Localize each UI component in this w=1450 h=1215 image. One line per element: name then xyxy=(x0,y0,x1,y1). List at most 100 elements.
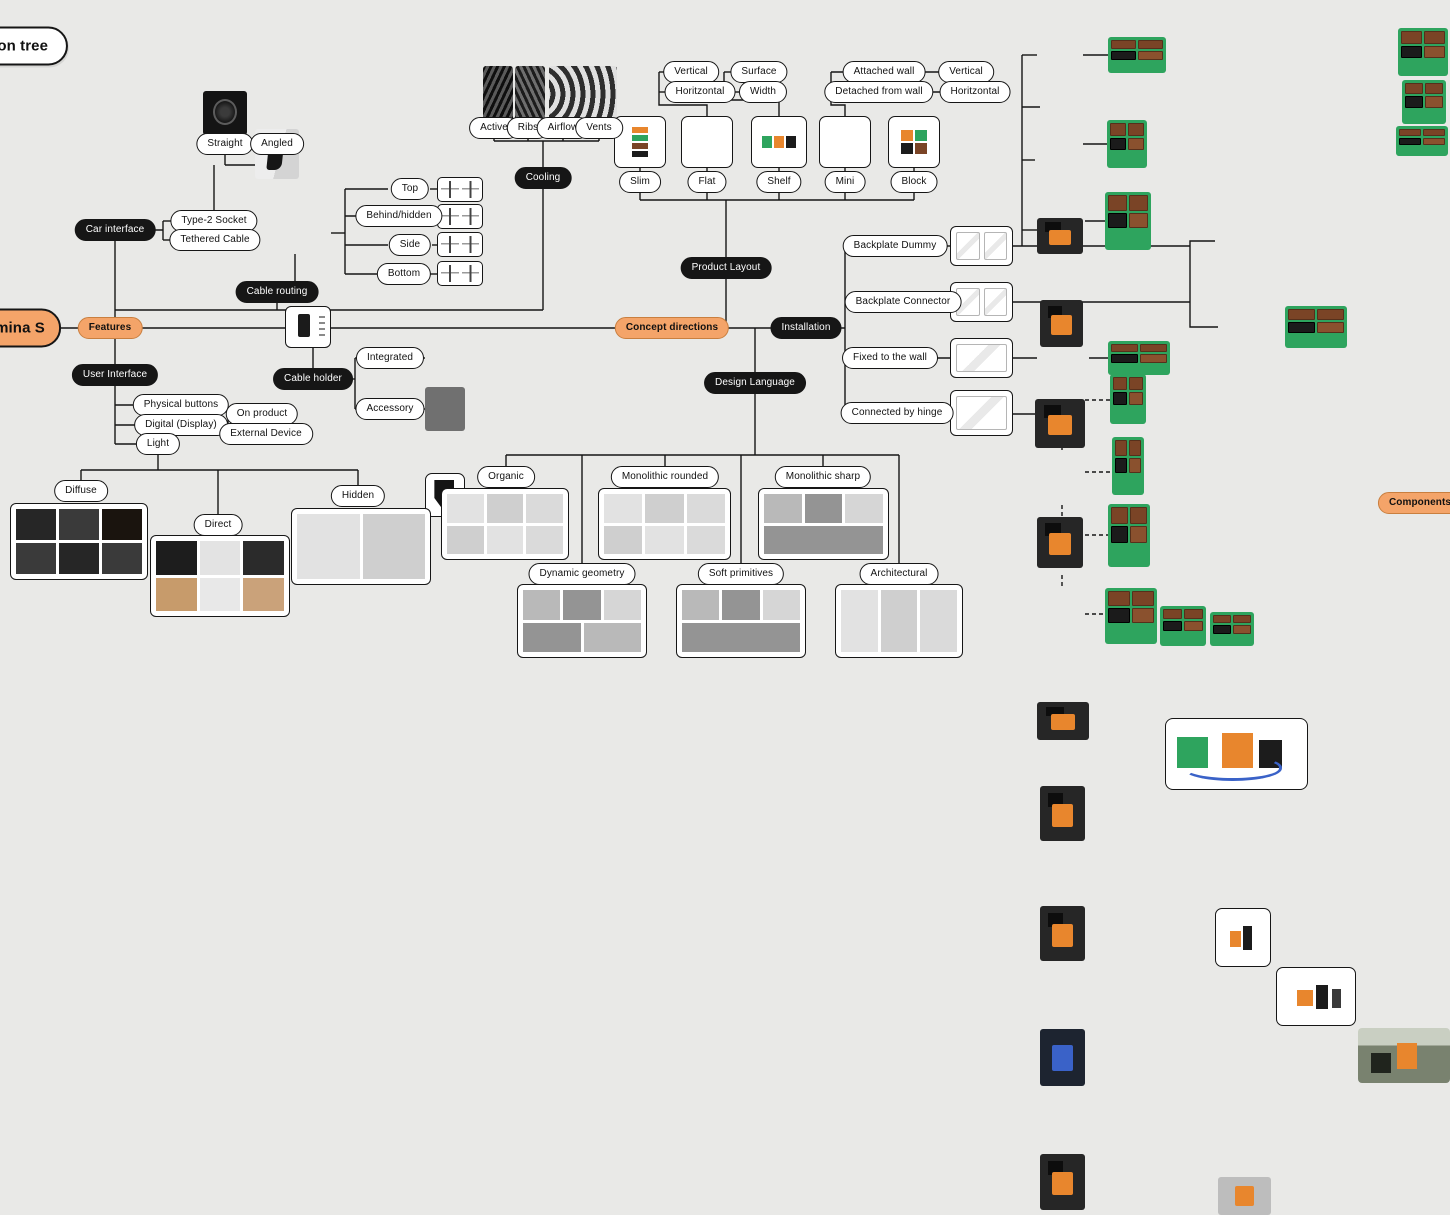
image-pcb-11[interactable] xyxy=(1285,306,1347,348)
node-external-device[interactable]: External Device xyxy=(219,423,313,445)
node-backplate-dummy[interactable]: Backplate Dummy xyxy=(842,235,948,257)
node-vertical-1[interactable]: Vertical xyxy=(663,61,719,83)
image-cooling-ribs-2[interactable] xyxy=(515,66,545,122)
image-render-scene[interactable] xyxy=(1165,718,1308,790)
node-block[interactable]: Block xyxy=(890,171,938,193)
image-pcb-14[interactable] xyxy=(1396,126,1448,156)
image-render-card-2[interactable] xyxy=(1276,967,1356,1026)
node-tree-title[interactable]: tion tree xyxy=(0,26,69,66)
image-layout-flat-card[interactable] xyxy=(681,116,733,168)
image-layout-mini-card[interactable] xyxy=(819,116,871,168)
image-photo-product-7[interactable] xyxy=(1040,906,1085,961)
node-architectural[interactable]: Architectural xyxy=(859,563,939,585)
node-hidden[interactable]: Hidden xyxy=(330,485,386,507)
node-integrated[interactable]: Integrated xyxy=(355,347,425,369)
node-detached-from-wall[interactable]: Detached from wall xyxy=(824,81,934,103)
node-installation[interactable]: Installation xyxy=(770,317,842,339)
image-sketch-fixed-wall[interactable] xyxy=(950,338,1013,378)
node-route-bottom[interactable]: Bottom xyxy=(376,263,432,285)
image-board-diffuse[interactable] xyxy=(10,503,148,580)
image-route-side-diagram[interactable] xyxy=(437,232,483,257)
node-concept-directions[interactable]: Concept directions xyxy=(614,317,730,339)
node-tethered-cable[interactable]: Tethered Cable xyxy=(169,229,261,251)
node-surface[interactable]: Surface xyxy=(730,61,788,83)
image-routing-overview[interactable] xyxy=(285,306,331,348)
node-straight[interactable]: Straight xyxy=(196,133,254,155)
image-pcb-8[interactable] xyxy=(1105,588,1157,644)
image-photo-product-5[interactable] xyxy=(1037,702,1089,740)
image-board-monolithic-sharp[interactable] xyxy=(758,488,889,560)
node-diffuse[interactable]: Diffuse xyxy=(54,480,108,502)
image-pcb-3[interactable] xyxy=(1105,192,1151,250)
image-pcb-7[interactable] xyxy=(1108,504,1150,567)
node-fixed-to-the-wall[interactable]: Fixed to the wall xyxy=(842,347,938,369)
node-monolithic-rounded[interactable]: Monolithic rounded xyxy=(610,466,720,488)
node-car-interface[interactable]: Car interface xyxy=(74,219,156,241)
node-route-side[interactable]: Side xyxy=(388,234,432,256)
node-organic[interactable]: Organic xyxy=(477,466,535,488)
image-route-top-diagram[interactable] xyxy=(437,177,483,202)
node-slim[interactable]: Slim xyxy=(619,171,661,193)
image-pcb-13[interactable] xyxy=(1402,80,1446,124)
node-components[interactable]: Components xyxy=(1377,492,1450,514)
image-socket-straight[interactable] xyxy=(203,91,247,135)
node-flat[interactable]: Flat xyxy=(687,171,727,193)
image-sketch-backplate-dummy[interactable] xyxy=(950,226,1013,266)
image-board-dynamic-geometry[interactable] xyxy=(517,584,647,658)
node-shelf[interactable]: Shelf xyxy=(756,171,802,193)
node-backplate-connector[interactable]: Backplate Connector xyxy=(844,291,962,313)
image-board-hidden[interactable] xyxy=(291,508,431,585)
node-dynamic-geometry[interactable]: Dynamic geometry xyxy=(528,563,636,585)
node-physical-buttons[interactable]: Physical buttons xyxy=(132,394,230,416)
image-render-card-1[interactable] xyxy=(1215,908,1271,967)
node-root[interactable]: mina S xyxy=(0,308,61,348)
node-product-layout[interactable]: Product Layout xyxy=(680,257,772,279)
image-cooling-ribs-1[interactable] xyxy=(483,66,513,122)
image-photo-product-1[interactable] xyxy=(1037,218,1083,254)
image-layout-block-card[interactable] xyxy=(888,116,940,168)
image-route-bottom-diagram[interactable] xyxy=(437,261,483,286)
image-pcb-12[interactable] xyxy=(1398,28,1448,76)
node-horitzontal-1[interactable]: Horitzontal xyxy=(664,81,736,103)
image-photo-grey-orange[interactable] xyxy=(1218,1177,1271,1215)
node-features[interactable]: Features xyxy=(77,317,143,339)
image-cooling-wave[interactable] xyxy=(549,66,617,122)
node-route-behind[interactable]: Behind/hidden xyxy=(355,205,443,227)
node-user-interface[interactable]: User Interface xyxy=(71,364,159,386)
node-cooling[interactable]: Cooling xyxy=(514,167,572,189)
image-pcb-1[interactable] xyxy=(1108,37,1166,73)
image-pcb-2[interactable] xyxy=(1107,120,1147,168)
image-pcb-9[interactable] xyxy=(1160,606,1206,646)
image-pcb-5[interactable] xyxy=(1110,374,1146,424)
node-accessory[interactable]: Accessory xyxy=(355,398,425,420)
image-photo-product-6[interactable] xyxy=(1040,786,1085,841)
node-design-language[interactable]: Design Language xyxy=(704,372,806,394)
image-photo-product-4[interactable] xyxy=(1037,517,1083,568)
image-board-direct[interactable] xyxy=(150,535,290,617)
image-board-monolithic-rounded[interactable] xyxy=(598,488,731,560)
image-photo-product-2[interactable] xyxy=(1040,300,1083,347)
node-monolithic-sharp[interactable]: Monolithic sharp xyxy=(774,466,872,488)
image-accessory-holder[interactable] xyxy=(425,387,465,431)
image-pcb-6[interactable] xyxy=(1112,437,1144,495)
node-connected-by-hinge[interactable]: Connected by hinge xyxy=(840,402,954,424)
image-route-behind-diagram[interactable] xyxy=(437,204,483,229)
image-photo-product-9[interactable] xyxy=(1040,1154,1085,1210)
node-angled[interactable]: Angled xyxy=(250,133,304,155)
image-board-soft-primitives[interactable] xyxy=(676,584,806,658)
node-vents[interactable]: Vents xyxy=(575,117,623,139)
node-vertical-2[interactable]: Vertical xyxy=(938,61,994,83)
image-sketch-hinge[interactable] xyxy=(950,390,1013,436)
node-light[interactable]: Light xyxy=(135,433,181,455)
node-attached-wall[interactable]: Attached wall xyxy=(842,61,926,83)
node-mini[interactable]: Mini xyxy=(824,171,866,193)
node-horitzontal-2[interactable]: Horitzontal xyxy=(939,81,1011,103)
node-route-top[interactable]: Top xyxy=(390,178,430,200)
image-photo-product-3[interactable] xyxy=(1035,399,1085,448)
node-cable-routing[interactable]: Cable routing xyxy=(235,281,319,303)
node-width[interactable]: Width xyxy=(738,81,788,103)
image-photo-product-8[interactable] xyxy=(1040,1029,1085,1086)
image-pcb-4[interactable] xyxy=(1108,341,1170,375)
node-soft-primitives[interactable]: Soft primitives xyxy=(697,563,785,585)
